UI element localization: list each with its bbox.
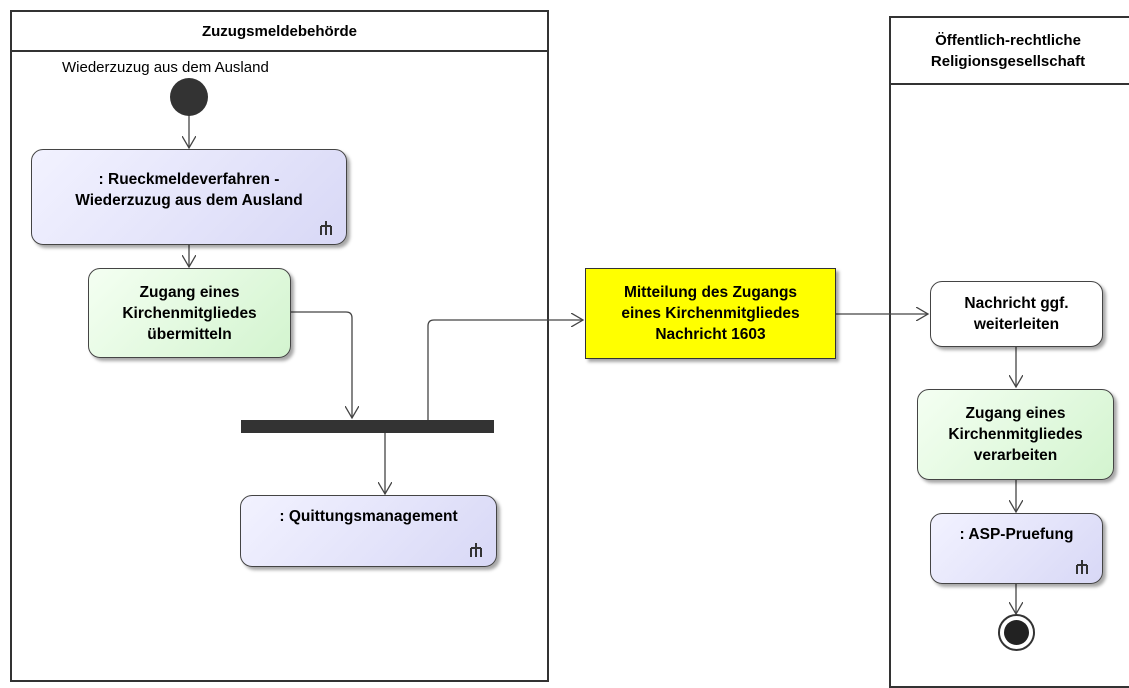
swimlane-title: Zuzugsmeldebehörde [12,12,547,52]
node-label: : ASP-Pruefung [959,526,1074,543]
node-label: : Rueckmeldeverfahren - Wiederzuzug aus … [75,171,303,209]
node-label: Mitteilung des Zugangs eines Kirchenmitg… [621,284,800,343]
start-label: Wiederzuzug aus dem Ausland [62,59,269,76]
node-label: : Quittungsmanagement [279,508,458,525]
call-rueckmeldeverfahren[interactable]: : Rueckmeldeverfahren - Wiederzuzug aus … [31,149,347,245]
node-label: Zugang eines Kirchenmitgliedes übermitte… [122,283,257,343]
initial-node [170,78,208,116]
action-zugang-uebermitteln[interactable]: Zugang eines Kirchenmitgliedes übermitte… [88,268,291,358]
fork-bar [241,420,494,433]
final-node-dot [1004,620,1029,645]
rake-icon [320,221,332,235]
call-asp-pruefung[interactable]: : ASP-Pruefung [930,513,1103,584]
activity-final-node [998,614,1035,651]
rake-icon [1076,560,1088,574]
action-zugang-verarbeiten[interactable]: Zugang eines Kirchenmitgliedes verarbeit… [917,389,1114,480]
swimlane-title: Öffentlich-rechtliche Religionsgesellsch… [891,18,1129,85]
node-label: Zugang eines Kirchenmitgliedes verarbeit… [948,405,1083,464]
object-nachricht-1603[interactable]: Mitteilung des Zugangs eines Kirchenmitg… [585,268,836,359]
node-label: Nachricht ggf. weiterleiten [964,295,1069,333]
rake-icon [470,543,482,557]
call-quittungsmanagement[interactable]: : Quittungsmanagement [240,495,497,567]
action-nachricht-weiterleiten[interactable]: Nachricht ggf. weiterleiten [930,281,1103,347]
swimlane-religionsgesellschaft: Öffentlich-rechtliche Religionsgesellsch… [889,16,1129,688]
